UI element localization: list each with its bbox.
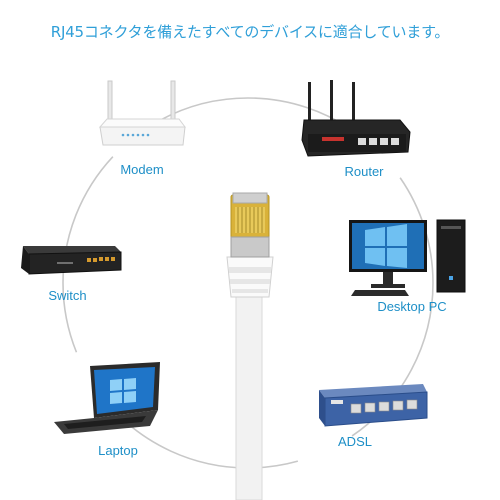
device-label-router: Router [344, 164, 384, 179]
wireless-router-white-icon [98, 80, 186, 146]
device-label-modem: Modem [120, 162, 164, 177]
device-modem [95, 75, 190, 155]
device-label-laptop: Laptop [98, 443, 138, 458]
headline: RJ45コネクタを備えたすべてのデバイスに適合しています。 [50, 23, 450, 41]
device-desktop-pc [345, 212, 470, 297]
laptop-icon [54, 362, 160, 434]
network-switch-blue-icon [319, 384, 428, 427]
switch-black-icon [21, 246, 122, 275]
device-label-adsl: ADSL [338, 434, 372, 449]
device-label-switch: Switch [48, 288, 87, 303]
device-switch [17, 240, 122, 280]
device-laptop [50, 362, 165, 437]
device-adsl [315, 378, 430, 428]
desktop-pc-icon [349, 219, 466, 296]
device-router [300, 80, 412, 160]
router-black-icon [301, 80, 411, 157]
rj45-cable-icon [226, 192, 274, 500]
device-label-desktop-pc: Desktop PC [377, 299, 447, 314]
